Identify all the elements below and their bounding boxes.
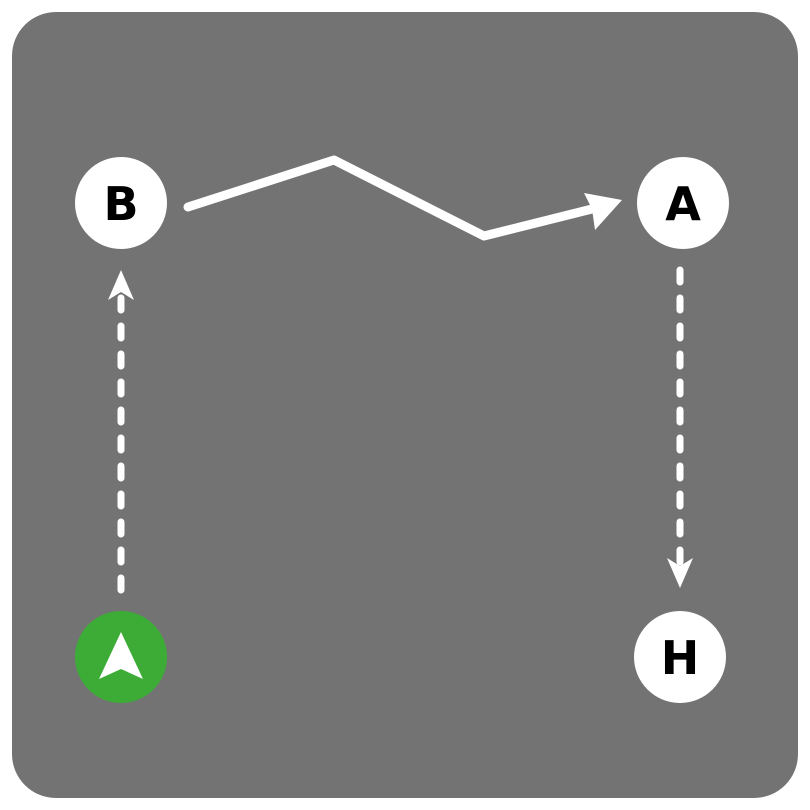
start-node[interactable]: [75, 611, 167, 703]
arrowhead-down-icon: [667, 558, 693, 588]
edge-b-to-a: [183, 155, 622, 241]
arrowhead-right-icon: [584, 193, 622, 230]
arrowhead-up-icon: [108, 270, 134, 300]
node-b-label: B: [103, 177, 138, 231]
edge-a-to-h: [667, 266, 693, 588]
node-a-label: A: [665, 177, 701, 231]
edge-start-to-b: [108, 270, 134, 594]
navigation-arrow-icon: [99, 632, 143, 679]
node-b[interactable]: B: [75, 157, 167, 249]
node-a[interactable]: A: [637, 157, 729, 249]
node-h[interactable]: H: [634, 611, 726, 703]
node-h-label: H: [661, 631, 700, 685]
